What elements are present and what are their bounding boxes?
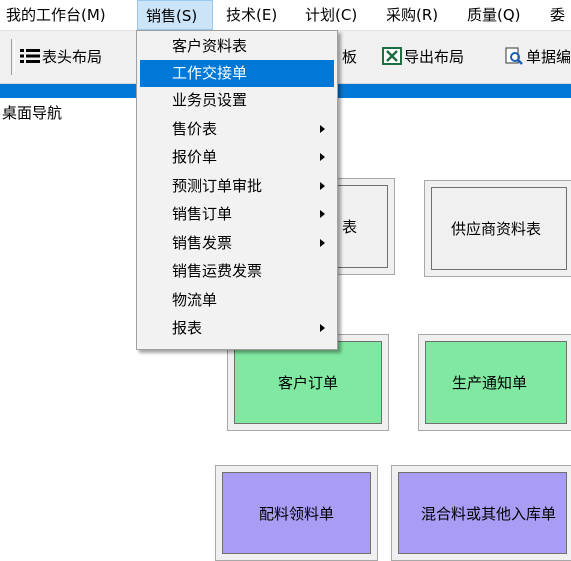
tile-customer-order[interactable]: 客户订单 bbox=[227, 334, 389, 431]
tile-mixed-material-inbound[interactable]: 混合料或其他入库单 bbox=[391, 465, 571, 561]
submenu-arrow-icon bbox=[320, 324, 325, 332]
menu-item-label: 客户资料表 bbox=[172, 37, 248, 55]
menu-planning[interactable]: 计划(C) bbox=[305, 6, 358, 24]
menu-item-forecast-order-approval[interactable]: 预测订单审批 bbox=[140, 173, 334, 200]
submenu-arrow-icon bbox=[320, 125, 325, 133]
menu-item-label: 业务员设置 bbox=[172, 91, 248, 109]
tile-production-notice-label: 生产通知单 bbox=[425, 341, 567, 424]
toolbar-separator bbox=[11, 39, 15, 75]
tile-customer-order-label: 客户订单 bbox=[234, 341, 382, 424]
board-button[interactable]: 板 bbox=[342, 31, 357, 83]
desktop-navigation-title: 桌面导航 bbox=[2, 104, 63, 122]
excel-icon bbox=[382, 46, 402, 65]
tile-material-requisition[interactable]: 配料领料单 bbox=[215, 465, 378, 561]
menu-item-label: 销售发票 bbox=[172, 234, 233, 252]
tile-supplier-info-label: 供应商资料表 bbox=[431, 187, 567, 270]
menu-item-label: 物流单 bbox=[172, 291, 218, 309]
menu-more[interactable]: 委 bbox=[550, 6, 566, 24]
menu-my-workbench[interactable]: 我的工作台(M) bbox=[6, 6, 106, 24]
document-button[interactable]: 单据编 bbox=[504, 31, 571, 83]
menu-bar: 我的工作台(M) 销售(S) 技术(E) 计划(C) 采购(R) 质量(Q) 委 bbox=[0, 0, 571, 31]
menu-item-logistics-order[interactable]: 物流单 bbox=[140, 287, 334, 314]
menu-item-label: 预测订单审批 bbox=[172, 177, 263, 195]
submenu-arrow-icon bbox=[320, 182, 325, 190]
document-label: 单据编 bbox=[526, 48, 571, 66]
menu-item-sales-freight-invoice[interactable]: 销售运费发票 bbox=[140, 258, 334, 285]
submenu-arrow-icon bbox=[320, 239, 325, 247]
menu-item-label: 售价表 bbox=[172, 120, 218, 138]
menu-item-label: 报价单 bbox=[172, 148, 218, 166]
menu-item-sales-invoice[interactable]: 销售发票 bbox=[140, 230, 334, 257]
menu-item-salesperson-settings[interactable]: 业务员设置 bbox=[140, 87, 334, 114]
tile-material-requisition-label: 配料领料单 bbox=[222, 472, 371, 554]
header-layout-label: 表头布局 bbox=[42, 48, 103, 66]
menu-item-label: 销售订单 bbox=[172, 205, 233, 223]
menu-item-label: 工作交接单 bbox=[172, 64, 248, 82]
board-label: 板 bbox=[342, 48, 358, 66]
search-document-icon bbox=[505, 46, 523, 65]
tile-mixed-material-inbound-label: 混合料或其他入库单 bbox=[398, 472, 567, 554]
sales-dropdown-menu: 客户资料表 工作交接单 业务员设置 售价表 报价单 预测订单审批 销售订单 销售… bbox=[136, 30, 338, 350]
export-layout-button[interactable]: 导出布局 bbox=[382, 31, 464, 83]
menu-quality[interactable]: 质量(Q) bbox=[467, 6, 521, 24]
menu-item-quotation[interactable]: 报价单 bbox=[140, 144, 334, 171]
menu-purchasing[interactable]: 采购(R) bbox=[386, 6, 439, 24]
tile-production-notice[interactable]: 生产通知单 bbox=[418, 334, 571, 431]
tile-supplier-info[interactable]: 供应商资料表 bbox=[424, 180, 571, 277]
menu-item-reports[interactable]: 报表 bbox=[140, 315, 334, 342]
menu-item-label: 销售运费发票 bbox=[172, 262, 263, 280]
list-icon bbox=[20, 48, 40, 63]
menu-technology[interactable]: 技术(E) bbox=[226, 6, 278, 24]
menu-item-work-handover[interactable]: 工作交接单 bbox=[140, 60, 334, 87]
menu-sales[interactable]: 销售(S) bbox=[137, 0, 213, 30]
header-layout-button[interactable]: 表头布局 bbox=[20, 31, 102, 83]
menu-item-sales-order[interactable]: 销售订单 bbox=[140, 201, 334, 228]
menu-item-label: 报表 bbox=[172, 319, 203, 337]
menu-item-customer-info[interactable]: 客户资料表 bbox=[140, 33, 334, 60]
submenu-arrow-icon bbox=[320, 210, 325, 218]
menu-item-price-list[interactable]: 售价表 bbox=[140, 116, 334, 143]
submenu-arrow-icon bbox=[320, 153, 325, 161]
export-layout-label: 导出布局 bbox=[404, 48, 465, 66]
